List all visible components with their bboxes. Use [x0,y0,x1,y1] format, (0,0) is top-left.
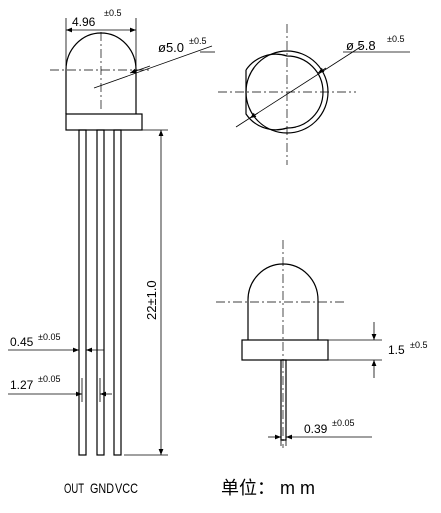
flange-diameter-tolerance: ±0.5 [387,34,404,44]
lens-diameter-value: ø5.0 [158,40,184,55]
top-view: ø 5.8 ±0.5 [218,24,410,165]
side-view: 1.5 ±0.5 0.39 ±0.05 [216,240,427,448]
side-flange [241,339,329,361]
lead-pitch-tolerance: ±0.05 [38,374,60,384]
lens-diameter-tolerance: ±0.5 [189,36,206,46]
leads [78,129,122,456]
lens-circle-flat [245,53,324,131]
flange-height-value: 1.5 [388,343,405,357]
top-width-value: 4.96 [72,15,96,29]
flange [65,113,143,131]
front-view: 4.96 ±0.5 ø5.0 ±0.5 22±1.0 0.45 ±0.05 1.… [8,8,215,496]
pin-label-gnd: GND [90,480,114,496]
lead-thickness-tolerance: ±0.05 [332,418,354,428]
flange-height-tolerance: ±0.5 [410,340,427,350]
lead-width-value: 0.45 [10,335,34,349]
length-value: 22±1.0 [144,280,159,320]
lead-thickness-value: 0.39 [304,422,328,436]
unit-label: 单位： m m [221,478,315,498]
lead-pitch-value: 1.27 [10,378,34,392]
pin-label-vcc: VCC [115,480,138,496]
lead-width-tolerance: ±0.05 [38,332,60,342]
side-lead [280,359,287,441]
pin-label-out: OUT [64,480,84,496]
lens-diameter-leader [93,45,213,89]
flange-diameter-value: ø 5.8 [346,38,376,53]
top-width-tolerance: ±0.5 [104,8,121,18]
